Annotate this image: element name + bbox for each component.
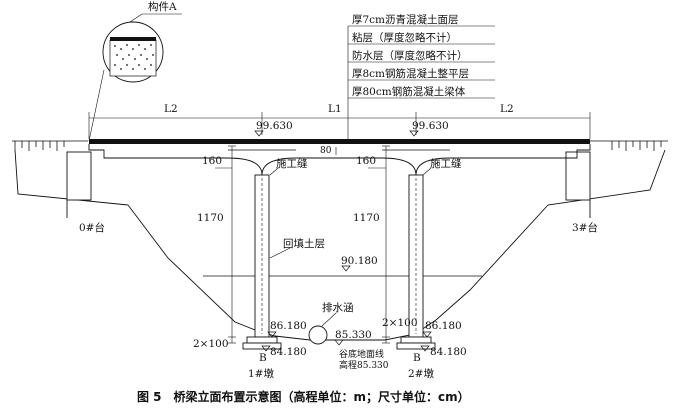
abutment-0: [66, 151, 92, 218]
pier-1-label: 1#墩: [248, 367, 274, 380]
pier-base-elev-right: 86.180: [425, 320, 462, 332]
dim-pier-right: [368, 145, 390, 344]
abutment-0-label: 0#台: [79, 221, 105, 234]
elevation-markers: [254, 130, 432, 352]
layer-label-2: 粘层（厚度忽略不计）: [352, 31, 457, 44]
span-left-label: L2: [164, 103, 178, 115]
footing-dim-right: 2×100: [382, 317, 418, 329]
deck-elevation-left: 99.630: [256, 120, 293, 132]
footing-width-left: B: [259, 352, 267, 364]
deck-elevation-right: 99.630: [412, 120, 449, 132]
backfill-elevation: 90.180: [341, 255, 378, 267]
footing-dim-left: 2×100: [193, 338, 229, 350]
beam-body: [88, 144, 591, 176]
joint-label-left: 施工缝: [276, 157, 308, 170]
haunch-dim-right: 160: [356, 155, 376, 167]
pier-height-right: 1170: [353, 212, 380, 224]
layer-label-1: 厚7cm沥青混凝土面层: [352, 13, 459, 26]
joint-label-right: 施工缝: [430, 157, 462, 170]
deck-surface: [89, 139, 590, 144]
dim-pier-left: [215, 145, 236, 344]
abutment-3: [565, 151, 591, 218]
culvert-label: 排水涵: [322, 301, 354, 314]
figure-caption: 图 5 桥梁立面布置示意图（高程单位：m；尺寸单位：cm）: [137, 389, 470, 404]
haunch-dim-left: 160: [202, 155, 222, 167]
span-dimension: [88, 112, 591, 139]
pier-2: [396, 174, 436, 350]
layer-label-3: 防水层（厚度忽略不计）: [352, 49, 468, 62]
span-middle-label: L1: [328, 103, 342, 115]
footing-elev-right: 84.180: [430, 346, 467, 358]
valley-elevation-label: 高程85.330: [339, 359, 389, 371]
label-leaders: [269, 147, 432, 327]
pier-base-elev-left: 86.180: [270, 320, 307, 332]
footing-width-right: B: [413, 352, 421, 364]
backfill-label: 回填土层: [283, 237, 325, 250]
ground-hatch-left: [12, 140, 88, 151]
abutment-3-label: 3#台: [572, 221, 598, 234]
pier-height-left: 1170: [197, 212, 224, 224]
layer-label-5: 厚80cm钢筋混凝土梁体: [352, 85, 466, 98]
pier-2-label: 2#墩: [408, 367, 434, 380]
culvert-elevation: 85.330: [335, 329, 372, 341]
deck-thickness-dim: 80: [320, 146, 332, 156]
drain-culvert: [308, 325, 328, 345]
layer-label-4: 厚8cm钢筋混凝土整平层: [352, 67, 469, 80]
component-a-label: 构件A: [148, 0, 177, 13]
layer-leaders: [347, 25, 495, 139]
component-a-detail: [88, 13, 182, 142]
concrete-dots: [114, 44, 154, 70]
valley-line-label: 谷底地面线: [339, 348, 384, 360]
footing-elev-left: 84.180: [270, 346, 307, 358]
span-right-label: L2: [500, 103, 514, 115]
ground-hatch-right: [588, 140, 668, 151]
